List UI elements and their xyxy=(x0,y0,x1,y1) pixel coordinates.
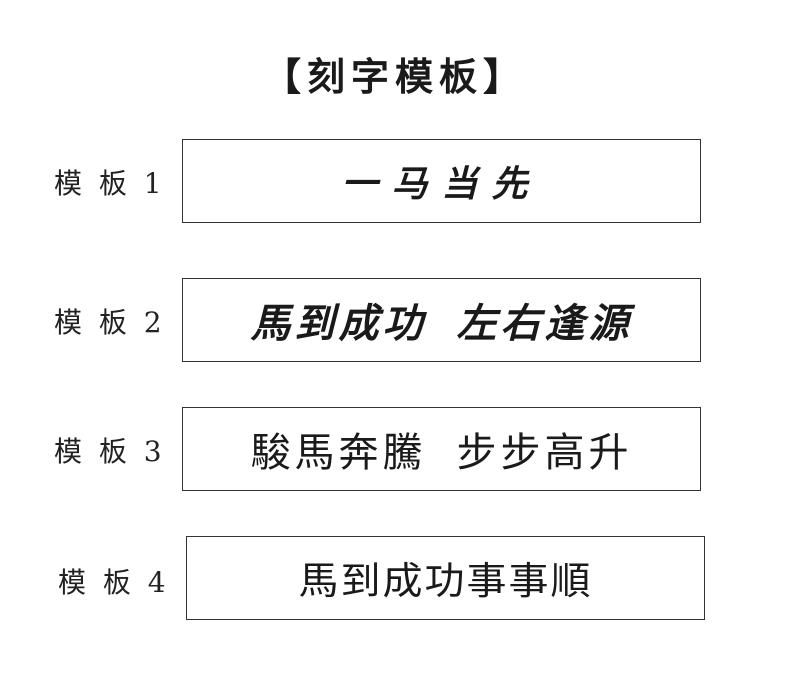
template-text-3b: 步步高升 xyxy=(456,430,633,476)
template-text-2b: 左右逢源 xyxy=(456,300,633,347)
template-box-2[interactable]: 馬到成功 左右逢源 xyxy=(182,278,701,362)
template-text-2a: 馬到成功 xyxy=(250,300,427,347)
template-text-1: 一马当先 xyxy=(341,163,542,205)
template-label-3: 模 板 3 xyxy=(54,435,166,468)
template-label-4: 模 板 4 xyxy=(58,566,170,599)
template-label-1: 模 板 1 xyxy=(54,167,166,200)
template-box-1[interactable]: 一马当先 xyxy=(182,139,701,223)
template-text-4: 馬到成功事事順 xyxy=(298,559,593,604)
page-title: 【刻字模板】 xyxy=(262,54,527,99)
template-box-3[interactable]: 駿馬奔騰 步步高升 xyxy=(182,407,701,491)
template-label-2: 模 板 2 xyxy=(54,306,166,339)
template-box-4[interactable]: 馬到成功事事順 xyxy=(186,536,705,620)
template-text-3a: 駿馬奔騰 xyxy=(250,430,427,476)
